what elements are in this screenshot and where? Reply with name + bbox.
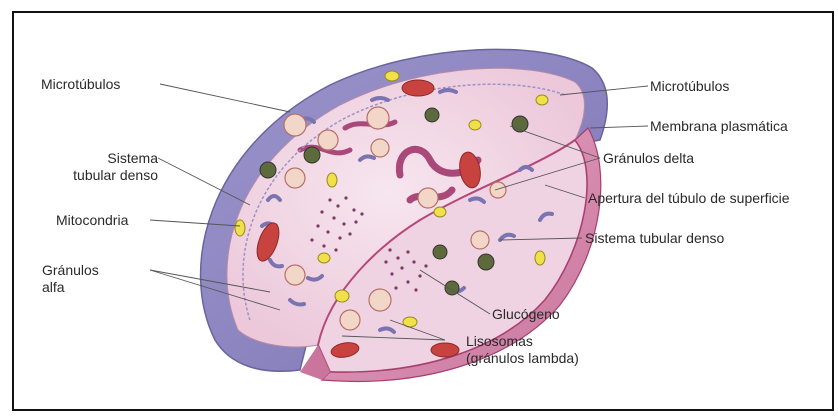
- label-apertura-tubulo: Apertura del túbulo de superficie: [588, 190, 790, 207]
- label-sistema-tubular-right: Sistema tubular denso: [585, 230, 724, 247]
- label-mitocondria: Mitocondria: [56, 212, 128, 229]
- label-glucogeno: Glucógeno: [492, 306, 560, 323]
- label-granulos-alfa-1: Gránulos: [42, 262, 99, 279]
- label-microtubulos-right: Microtúbulos: [650, 78, 729, 95]
- label-granulos-delta: Gránulos delta: [603, 150, 694, 167]
- label-membrana-plasmatica: Membrana plasmática: [650, 118, 788, 135]
- label-microtubulos-left: Microtúbulos: [41, 76, 120, 93]
- label-sistema-tubular-1: Sistema: [60, 150, 158, 167]
- label-lisosomas-1: Lisosomas: [466, 333, 533, 350]
- label-lisosomas-2: (gránulos lambda): [466, 350, 579, 367]
- label-sistema-tubular-2: tubular denso: [40, 167, 158, 184]
- label-granulos-alfa-2: alfa: [42, 279, 65, 296]
